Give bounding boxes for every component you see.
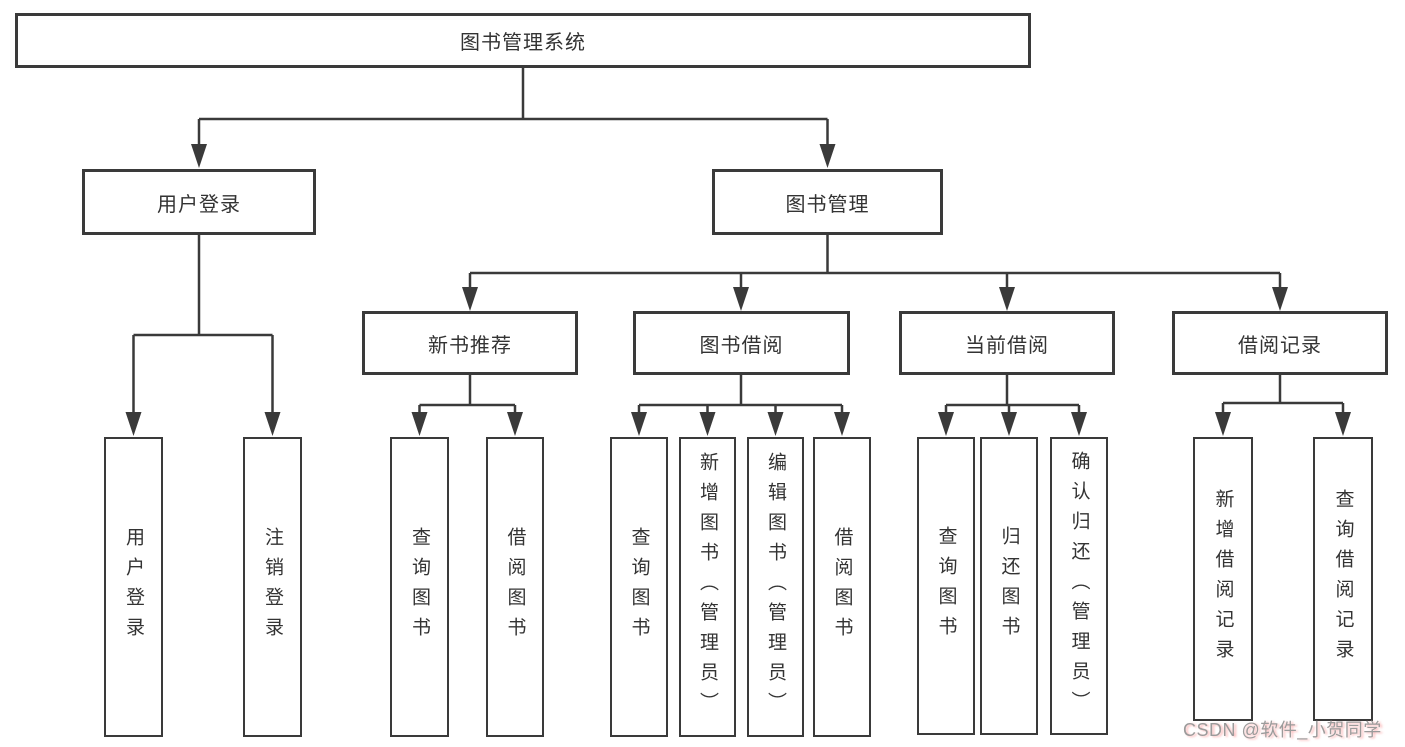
leaf-confirm-return-admin-label: 确认归还（管理员） xyxy=(1068,451,1090,721)
node-root: 图书管理系统 xyxy=(15,13,1031,68)
node-new-book-recommend: 新书推荐 xyxy=(362,311,578,375)
leaf-query-borrow-record: 查询借阅记录 xyxy=(1313,437,1373,721)
arrowheads xyxy=(125,144,1351,436)
node-book-management-label: 图书管理 xyxy=(785,193,870,216)
leaf-borrow-books-label: 借阅图书 xyxy=(831,527,853,647)
leaf-edit-books-admin-label: 编辑图书（管理员） xyxy=(765,452,786,722)
leaf-user-login-label: 用户登录 xyxy=(123,527,144,647)
leaf-query-books-borrow-label: 查询图书 xyxy=(628,527,650,647)
node-current-borrow-label: 当前借阅 xyxy=(965,334,1049,357)
leaf-user-login: 用户登录 xyxy=(104,437,163,737)
node-borrow-records: 借阅记录 xyxy=(1172,311,1388,375)
leaf-borrow-books: 借阅图书 xyxy=(813,437,871,737)
node-user-login-label: 用户登录 xyxy=(157,193,241,216)
node-user-login: 用户登录 xyxy=(82,169,316,235)
node-borrow-records-label: 借阅记录 xyxy=(1238,334,1322,357)
leaf-query-books-current: 查询图书 xyxy=(917,437,975,735)
node-new-book-recommend-label: 新书推荐 xyxy=(428,334,512,357)
leaf-query-books-borrow: 查询图书 xyxy=(610,437,668,737)
node-book-borrow-label: 图书借阅 xyxy=(699,334,784,357)
leaf-query-books-recommend-label: 查询图书 xyxy=(409,527,430,647)
csdn-watermark: CSDN @软件_小贺同学 xyxy=(1183,720,1382,740)
leaf-add-books-admin: 新增图书（管理员） xyxy=(679,437,736,737)
leaf-logout-login: 注销登录 xyxy=(243,437,302,737)
leaf-confirm-return-admin: 确认归还（管理员） xyxy=(1050,437,1108,735)
leaf-query-books-recommend: 查询图书 xyxy=(390,437,449,737)
leaf-add-borrow-record: 新增借阅记录 xyxy=(1193,437,1253,721)
leaf-borrow-books-recommend: 借阅图书 xyxy=(486,437,544,737)
leaf-add-books-admin-label: 新增图书（管理员） xyxy=(697,452,718,722)
node-book-borrow: 图书借阅 xyxy=(633,311,850,375)
node-root-label: 图书管理系统 xyxy=(460,32,586,54)
leaf-return-books-label: 归还图书 xyxy=(998,526,1020,646)
leaf-edit-books-admin: 编辑图书（管理员） xyxy=(747,437,804,737)
leaf-logout-login-label: 注销登录 xyxy=(262,527,283,647)
node-book-management: 图书管理 xyxy=(712,169,943,235)
leaf-return-books: 归还图书 xyxy=(980,437,1038,735)
leaf-query-books-current-label: 查询图书 xyxy=(935,526,957,646)
leaf-add-borrow-record-label: 新增借阅记录 xyxy=(1212,489,1234,669)
leaf-borrow-books-recommend-label: 借阅图书 xyxy=(504,527,526,647)
leaf-query-borrow-record-label: 查询借阅记录 xyxy=(1332,489,1354,669)
node-current-borrow: 当前借阅 xyxy=(899,311,1115,375)
